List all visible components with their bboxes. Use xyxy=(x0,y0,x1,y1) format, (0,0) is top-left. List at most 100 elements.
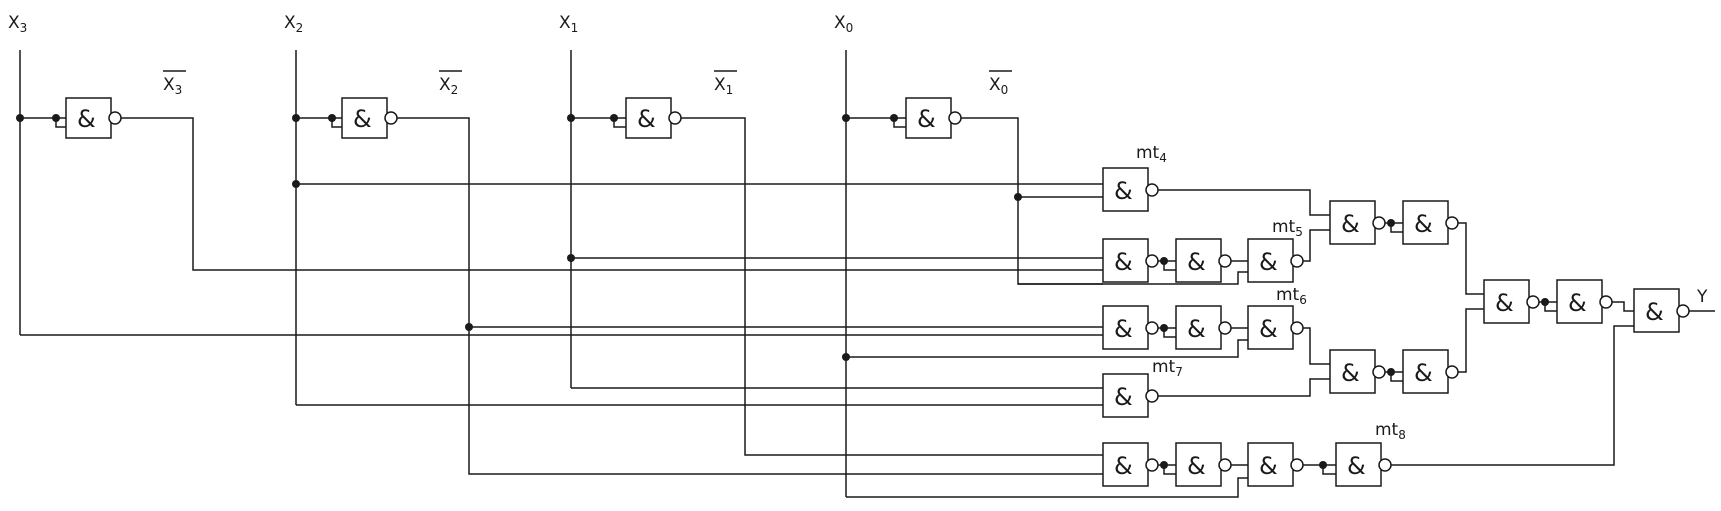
nand-gate-x0-inverter: & xyxy=(905,97,962,139)
junction-dot xyxy=(1160,257,1168,265)
nand-gate-x3-inverter: & xyxy=(65,97,122,139)
wire-x0-to-mt6 xyxy=(846,339,1248,358)
nand-gate-final-inv: & xyxy=(1556,279,1613,324)
wire-x2-inverted xyxy=(395,117,1103,475)
junction-dot xyxy=(1160,461,1168,469)
nand-gate-mt6-2: & xyxy=(1175,305,1232,350)
junction-dot xyxy=(567,114,575,122)
nand-gate-or-top-inv: & xyxy=(1402,200,1459,245)
minterm-label-mt7: mt7 xyxy=(1152,357,1183,379)
nand-gate-mt8-2: & xyxy=(1175,442,1232,487)
junction-dot xyxy=(1387,219,1395,227)
nand-gate-or-bottom-inv: & xyxy=(1402,349,1459,394)
input-label-x2: X2 xyxy=(284,13,303,35)
inverted-label-x0: X0 xyxy=(989,70,1012,97)
nand-gate-mt5-1: & xyxy=(1102,238,1159,283)
junction-dot xyxy=(1319,461,1327,469)
junction-dot xyxy=(465,323,473,331)
gate-symbol: & xyxy=(1114,315,1133,343)
nand-gate-mt8-4: & xyxy=(1335,442,1392,487)
gate-symbol: & xyxy=(1259,248,1278,276)
svg-text:X3: X3 xyxy=(163,75,182,97)
gate-symbol: & xyxy=(353,105,372,133)
gate-symbol: & xyxy=(1187,248,1206,276)
junction-dot xyxy=(292,180,300,188)
wires xyxy=(19,50,1715,498)
input-label-x3: X3 xyxy=(8,13,27,35)
nand-gate-mt7: & xyxy=(1102,373,1159,418)
wire-or-bot-to-final xyxy=(1456,308,1484,373)
nand-gate-mt4: & xyxy=(1102,167,1159,212)
junction-dot xyxy=(890,114,898,122)
input-label-x0: X0 xyxy=(834,13,853,35)
gate-symbol: & xyxy=(1259,452,1278,480)
wire-x3-inverted xyxy=(119,117,1103,271)
wire-mt8-to-out-gate xyxy=(1389,325,1634,466)
nand-gates: & & & & & & & & & & & & & & & & & & & & … xyxy=(65,97,1690,487)
inverted-label-x3: X3 xyxy=(163,70,186,97)
nand-gate-output: & xyxy=(1633,288,1690,333)
junction-dots xyxy=(16,114,1549,469)
wire-x0-to-mt8 xyxy=(846,477,1248,498)
gate-symbol: & xyxy=(1114,248,1133,276)
minterm-label-mt4: mt4 xyxy=(1136,143,1167,165)
output-label-y: Y xyxy=(1696,287,1708,307)
nand-gate-or-bottom: & xyxy=(1329,349,1386,394)
junction-dot xyxy=(292,114,300,122)
gate-symbol: & xyxy=(1414,359,1433,387)
nand-gate-mt5-3: & xyxy=(1247,238,1304,283)
nand-gate-mt6-1: & xyxy=(1102,305,1159,350)
wire-mt6-out xyxy=(1301,327,1330,365)
gate-symbol: & xyxy=(917,105,936,133)
nand-gate-x2-inverter: & xyxy=(341,97,398,139)
gate-symbol: & xyxy=(1114,452,1133,480)
labels: X3 X2 X1 X0 X3 X2 X1 X0 mt4 mt5 mt6 mt7 … xyxy=(8,13,1708,442)
gate-symbol: & xyxy=(1495,289,1514,317)
gate-symbol: & xyxy=(1414,210,1433,238)
nand-gate-mt8-1: & xyxy=(1102,442,1159,487)
gate-symbol: & xyxy=(1259,315,1278,343)
nand-gate-mt5-2: & xyxy=(1175,238,1232,283)
nand-gate-x1-inverter: & xyxy=(625,97,682,139)
junction-dot xyxy=(610,114,618,122)
gate-symbol: & xyxy=(1341,359,1360,387)
wire-or-top-to-final xyxy=(1456,222,1484,295)
gate-symbol: & xyxy=(637,105,656,133)
gate-symbol: & xyxy=(1645,298,1664,326)
gate-symbol: & xyxy=(1114,177,1133,205)
junction-dot xyxy=(1014,193,1022,201)
wire-x1-inverted xyxy=(679,117,1103,456)
gate-symbol: & xyxy=(1187,452,1206,480)
input-label-x1: X1 xyxy=(559,13,578,35)
minterm-label-mt6: mt6 xyxy=(1276,285,1307,307)
wire-mt7-out xyxy=(1156,378,1330,397)
junction-dot xyxy=(328,114,336,122)
nand-gate-final: & xyxy=(1483,279,1540,324)
wire-mt5-out xyxy=(1301,229,1330,262)
svg-text:X1: X1 xyxy=(714,75,733,97)
svg-text:X2: X2 xyxy=(439,75,458,97)
junction-dot xyxy=(1387,368,1395,376)
wire-final-to-out-gate xyxy=(1610,301,1634,312)
gate-symbol: & xyxy=(1114,383,1133,411)
junction-dot xyxy=(1160,324,1168,332)
junction-dot xyxy=(567,254,575,262)
junction-dot xyxy=(1541,298,1549,306)
minterm-label-mt5: mt5 xyxy=(1272,217,1303,239)
gate-symbol: & xyxy=(1568,289,1587,317)
junction-dot xyxy=(52,114,60,122)
inverted-label-x2: X2 xyxy=(439,70,462,97)
gate-symbol: & xyxy=(1187,315,1206,343)
wire-x0-inverted xyxy=(959,117,1103,285)
junction-dot xyxy=(842,114,850,122)
nand-gate-or-top: & xyxy=(1329,200,1386,245)
inverted-label-x1: X1 xyxy=(714,70,737,97)
svg-text:X0: X0 xyxy=(989,75,1008,97)
gate-symbol: & xyxy=(77,105,96,133)
wire-mt8-chain-3 xyxy=(1301,464,1336,475)
gate-symbol: & xyxy=(1341,210,1360,238)
junction-dot xyxy=(842,353,850,361)
minterm-label-mt8: mt8 xyxy=(1375,420,1406,442)
wire-mt4-out xyxy=(1156,189,1330,216)
